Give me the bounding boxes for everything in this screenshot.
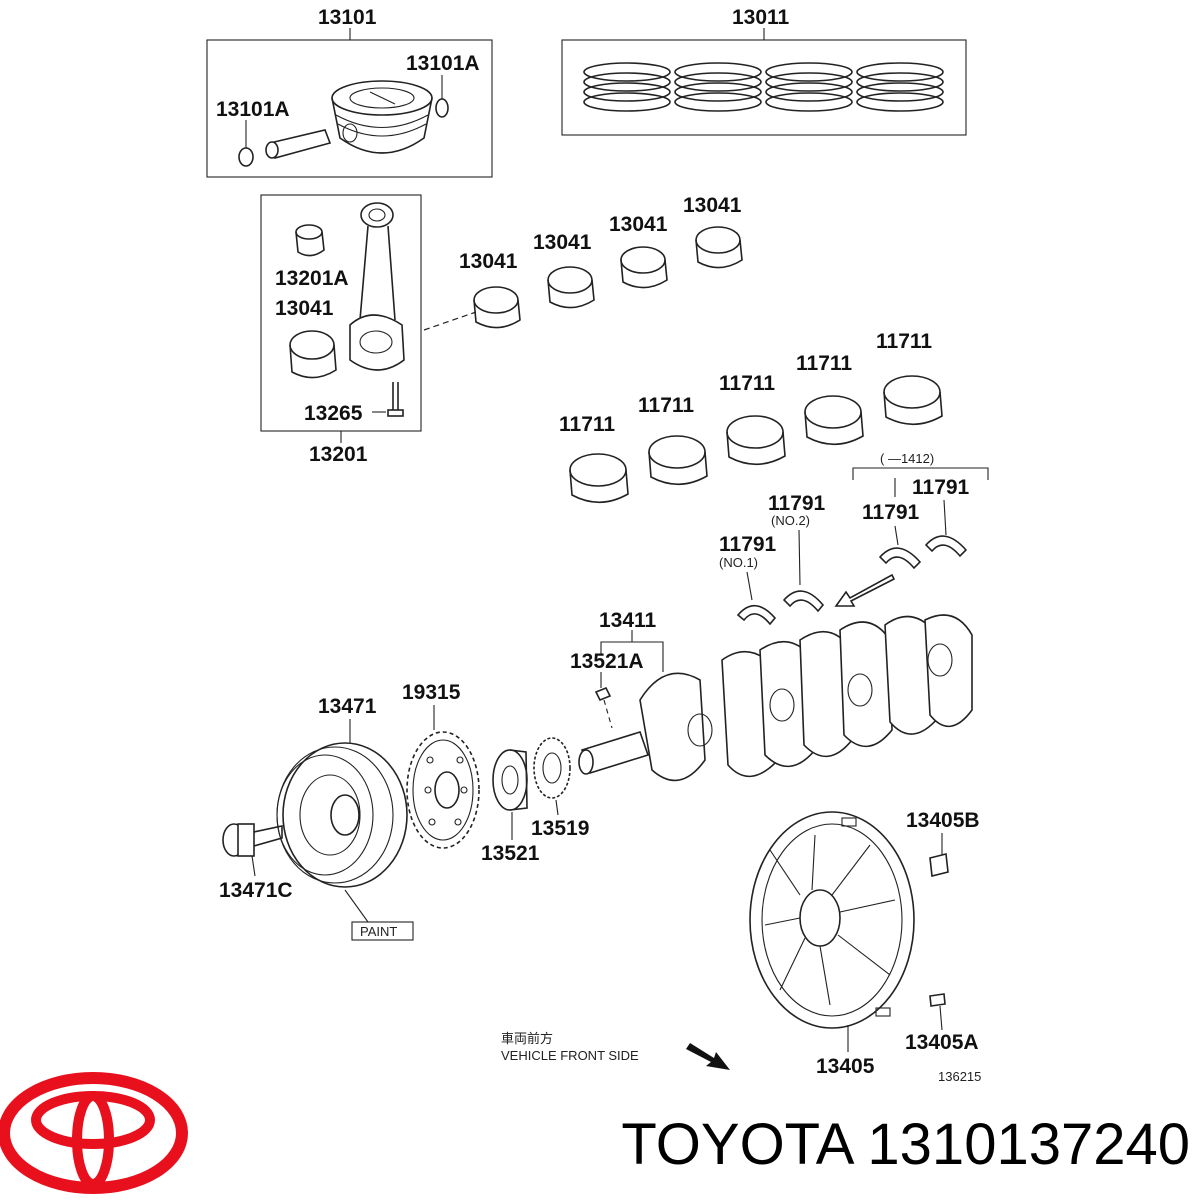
crank-pulley-group: 13471 PAINT 13471C	[219, 695, 414, 941]
crank-gear-group: 13521	[481, 749, 540, 865]
connecting-rod-drawing	[349, 202, 405, 371]
label-13519: 13519	[531, 817, 589, 840]
label-13405: 13405	[816, 1055, 875, 1078]
rod-bearing-inner-drawing	[289, 330, 337, 379]
thrust-washer-a-drawing	[878, 547, 922, 570]
rod-bushing-drawing	[295, 224, 325, 257]
label-13011: 13011	[732, 6, 790, 29]
ring-stack-2	[674, 62, 762, 112]
label-13101: 13101	[318, 6, 377, 29]
label-13405a: 13405A	[905, 1031, 979, 1054]
front-arrow-icon	[686, 1043, 730, 1070]
label-13405b: 13405B	[906, 809, 980, 832]
flywheel-drawing	[749, 811, 915, 1029]
part-number: 1310137240	[867, 1112, 1190, 1177]
piston-group: 13101 13101A 13101A	[206, 6, 493, 178]
rod-bolt-drawing	[372, 382, 404, 417]
vehicle-front-note: 車両前方 VEHICLE FRONT SIDE 136215	[501, 1031, 981, 1084]
rod-bearing-leader	[423, 311, 477, 331]
label-11711-2: 11711	[638, 394, 694, 417]
label-11791-no1: 11791	[719, 533, 777, 556]
range-note: ( —1412)	[880, 451, 934, 466]
crank-key-drawing	[594, 686, 612, 702]
thrust-washer-no1-drawing	[736, 604, 777, 626]
rod-bearing-row: 13041 13041 13041 13041	[459, 194, 743, 329]
label-13411: 13411	[599, 609, 657, 632]
label-11791-no1-sub: (NO.1)	[719, 555, 758, 570]
crank-sprocket-group: 13519	[531, 737, 589, 840]
label-11791-no2: 11791	[768, 492, 826, 515]
main-bearing-1	[569, 453, 629, 504]
main-bearing-4	[804, 395, 864, 446]
label-11711-1: 11711	[559, 413, 615, 436]
label-11711-3: 11711	[719, 372, 775, 395]
label-11791-b: 11791	[912, 476, 970, 499]
flywheel-group: 13405 13405B 13405A	[749, 809, 980, 1078]
crank-pulley-drawing	[276, 742, 408, 888]
crank-sprocket-drawing	[533, 737, 571, 799]
snap-ring-right-drawing	[435, 98, 449, 118]
label-13521a: 13521A	[570, 650, 644, 673]
label-11791-a: 11791	[862, 501, 920, 524]
label-11711-4: 11711	[796, 352, 852, 375]
label-11711-5: 11711	[876, 330, 932, 353]
label-13041-2: 13041	[533, 231, 592, 254]
label-13101a-right: 13101A	[406, 52, 480, 75]
note-en: VEHICLE FRONT SIDE	[501, 1048, 639, 1063]
thrust-washer-b-drawing	[924, 535, 968, 558]
flywheel-pin-drawing	[929, 993, 946, 1007]
rod-bearing-4	[695, 226, 743, 269]
label-13201a: 13201A	[275, 267, 349, 290]
rod-bearing-2	[547, 266, 595, 309]
timing-rotor-group: 19315	[402, 681, 480, 849]
label-19315: 19315	[402, 681, 461, 704]
ring-stack-1	[583, 62, 671, 112]
rod-bearing-1	[473, 286, 521, 329]
crankshaft-group: 13411 13521A	[570, 609, 973, 782]
label-13041-3: 13041	[609, 213, 668, 236]
main-bearing-3	[726, 415, 786, 466]
main-bearing-2	[648, 435, 708, 486]
label-13101a-left: 13101A	[216, 98, 290, 121]
flywheel-bolt-drawing	[929, 853, 949, 877]
label-13201: 13201	[309, 443, 368, 466]
label-13265: 13265	[304, 402, 363, 425]
ring-stack-3	[765, 62, 853, 112]
brand-name: TOYOTA	[621, 1112, 852, 1177]
label-13041-1: 13041	[459, 250, 518, 273]
timing-rotor-drawing	[406, 731, 480, 849]
label-13521: 13521	[481, 842, 540, 865]
main-bearing-5	[883, 375, 943, 426]
note-jp: 車両前方	[501, 1031, 553, 1046]
toyota-logo	[0, 1072, 188, 1194]
main-bearing-row: 11711 11711 11711 11711 11711	[559, 330, 943, 504]
ring-set: 13011	[561, 6, 967, 136]
brand-part-caption: TOYOTA 1310137240	[520, 1100, 1190, 1190]
label-13471: 13471	[318, 695, 377, 718]
crank-gear-drawing	[492, 749, 528, 811]
paint-tag: PAINT	[360, 924, 397, 939]
piston-pin-drawing	[265, 129, 332, 159]
ring-stack-4	[856, 62, 944, 112]
ring-set-frame	[561, 39, 967, 136]
label-13041-4: 13041	[683, 194, 742, 217]
connecting-rod-group: 13201 13201A 13041 13265	[260, 194, 422, 466]
snap-ring-left-drawing	[238, 147, 254, 167]
label-11791-no2-sub: (NO.2)	[771, 513, 810, 528]
piston-drawing	[331, 80, 433, 154]
thrust-washer-no2-drawing	[782, 590, 825, 613]
crankshaft-drawing	[578, 614, 973, 782]
thrust-washer-group: ( —1412) 11791 (NO.2) 11791 (NO.1) 11791…	[719, 451, 989, 626]
drawing-number: 136215	[938, 1069, 981, 1084]
label-13041-inner: 13041	[275, 297, 334, 320]
label-13471c: 13471C	[219, 879, 293, 902]
rod-bearing-3	[620, 246, 668, 289]
pulley-bolt-drawing	[222, 823, 283, 857]
install-direction-arrow-icon	[834, 573, 896, 607]
paint-tag-frame	[351, 921, 414, 941]
